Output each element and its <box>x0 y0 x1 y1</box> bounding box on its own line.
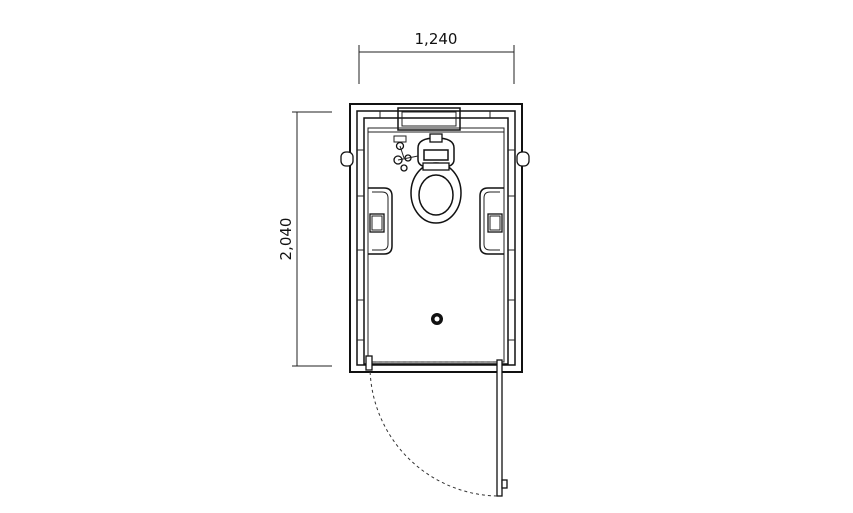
washlet-controls <box>393 135 419 172</box>
wall-cistern <box>368 107 504 133</box>
width-dimension-label: 1,240 <box>415 30 458 48</box>
right-grab-bar <box>479 187 504 255</box>
door <box>365 355 508 497</box>
width-dimension: 1,240 <box>358 30 515 84</box>
booth-walls <box>349 103 523 373</box>
outer-rail-knobs <box>340 151 530 167</box>
toilet <box>410 133 462 224</box>
height-dimension-label: 2,040 <box>277 218 295 261</box>
height-dimension: 2,040 <box>277 111 332 367</box>
left-grab-bar <box>368 187 393 255</box>
floor-drain <box>431 313 443 325</box>
